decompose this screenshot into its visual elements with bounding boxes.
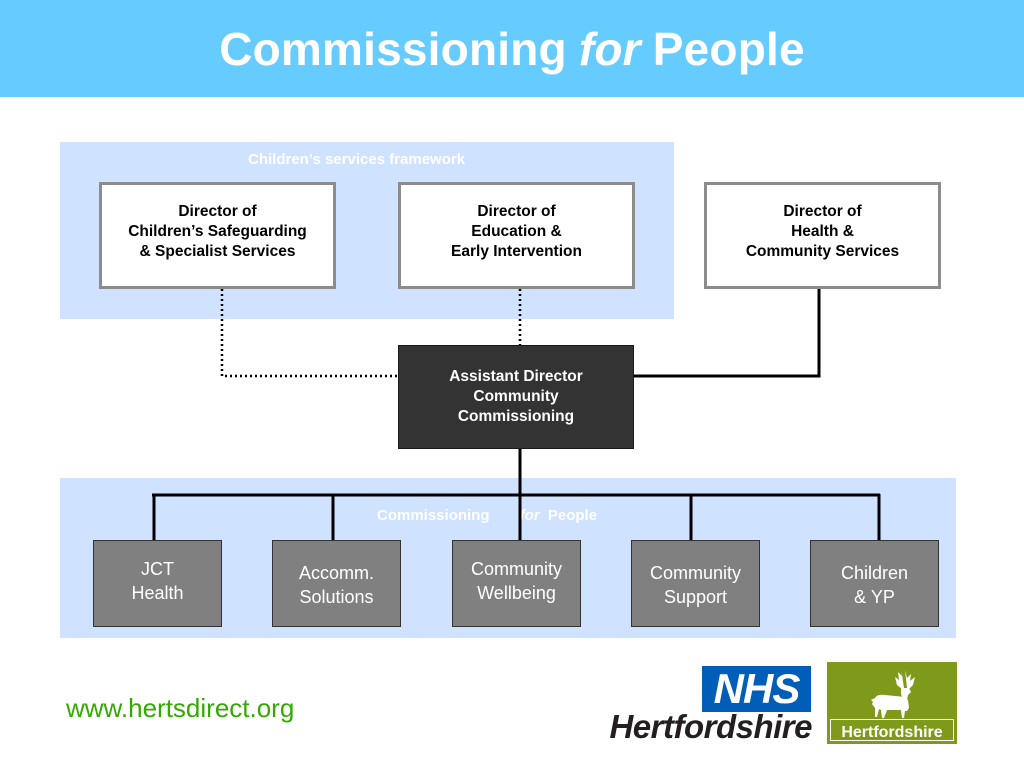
team-accomm-solutions-box: Accomm. Solutions (272, 540, 401, 627)
director-health-box: Director of Health & Community Services (704, 182, 941, 289)
director-box-line: Health & (791, 223, 854, 240)
team-children-yp-box: Children & YP (810, 540, 939, 627)
stag-icon (871, 668, 915, 718)
team-box-line: Community (649, 563, 742, 583)
team-community-support-box: Community Support (631, 540, 760, 627)
council-label-frame (830, 719, 954, 741)
ad-box-line: Community (473, 388, 559, 405)
team-community-wellbeing-box: Community Wellbeing (452, 540, 581, 627)
director-box-line: Director of (178, 203, 257, 220)
hertfordshire-council-text: Hertfordshire (841, 724, 943, 741)
commissioning-label-part1: Commissioning (377, 507, 490, 524)
team-box-line: Support (663, 587, 728, 607)
director-education-box: Director of Education & Early Interventi… (398, 182, 635, 289)
team-box-line: Solutions (299, 587, 374, 607)
director-box-line: Director of (477, 203, 556, 220)
assistant-director-box: Assistant Director Community Commissioni… (398, 345, 634, 449)
solid-connector-health (634, 289, 821, 378)
commissioning-label-part2: People (547, 507, 598, 524)
director-childrens-safeguarding-box: Director of Children’s Safeguarding & Sp… (99, 182, 336, 289)
nhs-logo: NHS (702, 666, 811, 712)
website-link[interactable]: www.hertsdirect.org (66, 693, 295, 723)
nhs-hertfordshire-text: Hertfordshire (609, 708, 812, 745)
director-box-line: Early Intervention (451, 243, 582, 260)
ad-box-line: Commissioning (457, 408, 575, 425)
director-box-line: Education & (471, 223, 562, 240)
team-box-line: Accomm. (298, 563, 374, 583)
director-box-line: & Specialist Services (139, 243, 296, 260)
team-jct-health-box: JCT Health (93, 540, 222, 627)
team-box-line: Children (840, 563, 909, 583)
commissioning-label-italic: for (519, 507, 540, 524)
director-box-line: Director of (783, 203, 862, 220)
hertfordshire-council-logo: Hertfordshire (827, 662, 957, 744)
team-box-line: Health (131, 583, 184, 603)
title-italic: for (578, 22, 641, 75)
team-box-line: & YP (854, 587, 895, 607)
childrens-services-label: Children’s services framework (248, 151, 466, 168)
team-box-line: JCT (141, 559, 174, 579)
director-box-line: Community Services (745, 243, 900, 260)
team-box-line: Wellbeing (477, 583, 556, 603)
commissioning-panel-label: Commissioning for People (377, 507, 597, 524)
director-box-line: Children’s Safeguarding (128, 223, 307, 240)
dotted-connector-safeguarding (220, 289, 398, 378)
ad-box-line: Assistant Director (449, 368, 583, 385)
team-box-line: Community (470, 559, 563, 579)
title-part2: People (652, 22, 805, 75)
title-part1: Commissioning (219, 22, 567, 75)
